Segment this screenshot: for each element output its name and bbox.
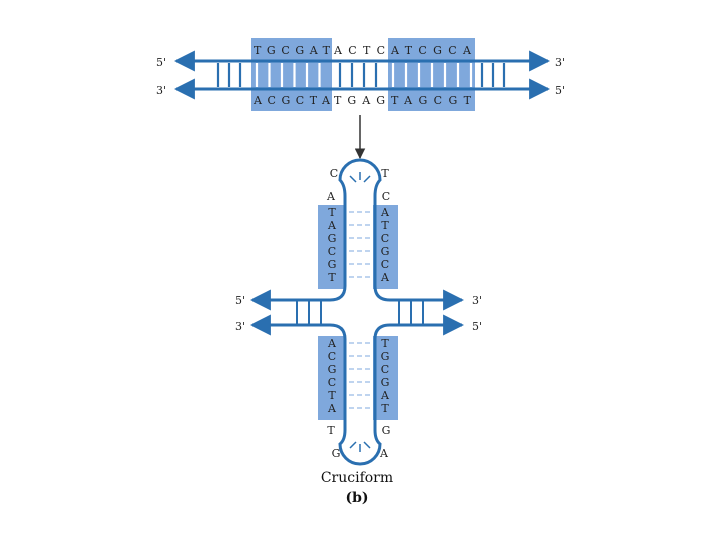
bottom-right-end-label: 5' (555, 84, 565, 97)
base-pair-rungs (216, 63, 506, 87)
upper-left-stem-base: T (328, 271, 336, 284)
lower-strand-path (270, 314, 465, 466)
bottom-seq-segment-2: TGAG (334, 94, 385, 107)
upper-left-stem-base: G (328, 258, 337, 271)
lower-loop-base: G (332, 447, 341, 460)
lower-left-stem-base: C (328, 376, 336, 389)
upper-loop-base: T (381, 167, 389, 180)
lower-right-stem-base: G (381, 350, 390, 363)
upper-left-stem-base: C (328, 245, 336, 258)
upper-left-stem-box (318, 205, 346, 289)
bottom-left-end-label: 3' (156, 84, 166, 97)
upper-loop-base: A (326, 190, 336, 203)
lower-right-stem-base: T (381, 337, 389, 350)
top-left-end-label: 5' (156, 56, 166, 69)
upper-right-stem-box (373, 205, 398, 289)
lower-left-stem-base: A (327, 337, 337, 350)
upper-left-stem-base: A (327, 219, 337, 232)
cruciform-upper-left-end: 5' (235, 294, 245, 307)
lower-left-stem-box (318, 336, 346, 420)
upper-right-stem-base: T (381, 219, 389, 232)
lower-loop-base: G (382, 424, 391, 437)
upper-right-stem-base: G (381, 245, 390, 258)
top-duplex: 5' 3' 3' 5' TGCGAT ACTC ATCGCA ACGCTA TG… (156, 38, 565, 111)
stem-pair-dashes (349, 211, 371, 409)
lower-loop-base: A (379, 447, 389, 460)
loop-ticks (349, 172, 371, 452)
lower-left-stem-base: G (328, 363, 337, 376)
upper-right-stem-base: A (380, 271, 390, 284)
lower-right-stem-base: G (381, 376, 390, 389)
upper-strand-path (270, 158, 465, 311)
upper-right-stem-base: A (380, 206, 390, 219)
upper-left-stem-base: T (328, 206, 336, 219)
lower-right-stem-base: C (381, 363, 389, 376)
top-right-end-label: 3' (555, 56, 565, 69)
lower-right-stem-base: A (380, 389, 390, 402)
lower-left-stem-base: C (328, 350, 336, 363)
caption: Cruciform (321, 470, 393, 486)
arm-rungs (296, 300, 424, 325)
cruciform-lower-left-end: 3' (235, 320, 245, 333)
upper-right-stem-base: C (381, 258, 389, 271)
cruciform: 5' 3' 3' 5' TAGCGTATCGCAACGCTATGCGATCATC… (235, 158, 482, 466)
lower-right-stem-box (373, 336, 398, 420)
bottom-sequence: ACGCTA TGAG TAGCGT (253, 94, 472, 107)
top-seq-segment-2: ACTC (333, 44, 385, 57)
top-sequence: TGCGAT ACTC ATCGCA (254, 44, 472, 57)
lower-loop-base: T (327, 424, 335, 437)
panel-label: (b) (345, 490, 368, 506)
lower-left-stem-base: T (328, 389, 336, 402)
upper-right-stem-base: C (381, 232, 389, 245)
lower-left-stem-base: A (327, 402, 337, 415)
cruciform-lower-right-end: 5' (472, 320, 482, 333)
upper-loop-base: C (330, 167, 338, 180)
lower-right-stem-base: T (381, 402, 389, 415)
cruciform-upper-right-end: 3' (472, 294, 482, 307)
upper-left-stem-base: G (328, 232, 337, 245)
upper-loop-base: C (382, 190, 390, 203)
